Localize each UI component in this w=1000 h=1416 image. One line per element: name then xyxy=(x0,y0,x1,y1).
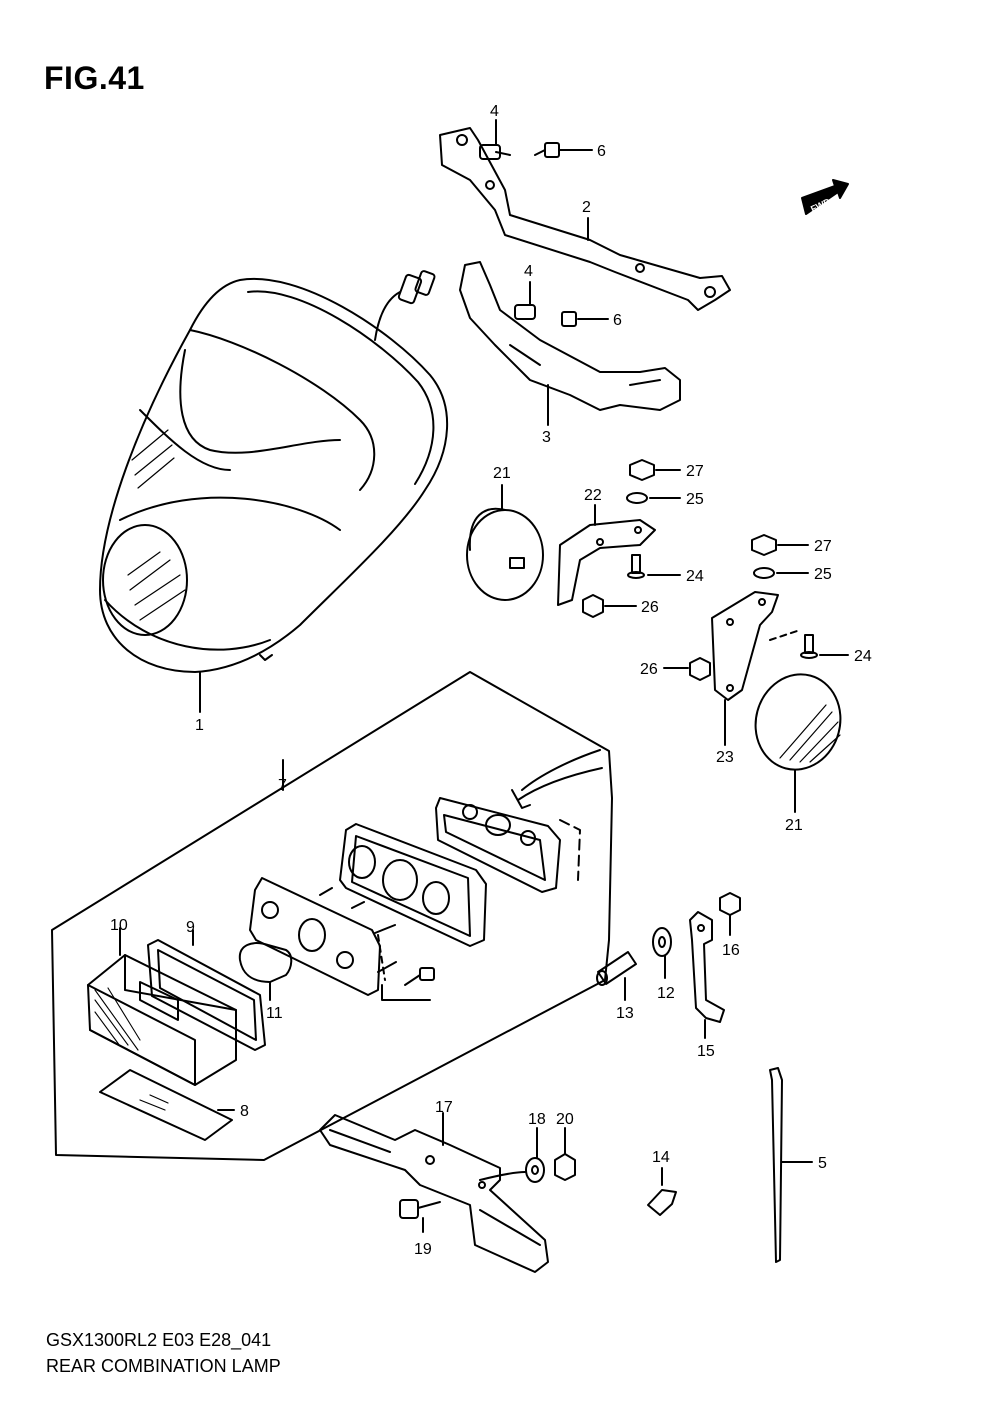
nut-26-b xyxy=(689,657,711,681)
figure-title: FIG.41 xyxy=(44,60,145,96)
license-bracket-17 xyxy=(319,1114,549,1273)
callout-26b: 26 xyxy=(640,661,658,678)
callout-4b: 4 xyxy=(524,263,533,280)
callout-2: 2 xyxy=(582,199,591,216)
gasket-9 xyxy=(147,939,266,1051)
tail-lamp-housing xyxy=(99,270,448,673)
callout-25a: 25 xyxy=(686,491,704,508)
lamp-screw xyxy=(404,967,435,986)
callout-15: 15 xyxy=(697,1043,715,1060)
callout-21b: 21 xyxy=(785,817,803,834)
washer-18 xyxy=(525,1157,545,1183)
reflector-21-left xyxy=(466,507,544,601)
washer-12 xyxy=(652,927,672,957)
nut-26-a xyxy=(582,594,604,618)
callout-5: 5 xyxy=(818,1155,827,1172)
nut-27-b xyxy=(751,534,777,556)
callout-23: 23 xyxy=(716,749,734,766)
callout-13: 13 xyxy=(616,1005,634,1022)
bolt-19 xyxy=(399,1199,441,1219)
reflector-21-right xyxy=(754,673,842,771)
lens-10 xyxy=(87,954,237,1086)
bolt-4-lower xyxy=(514,304,536,320)
callout-4a: 4 xyxy=(490,103,499,120)
license-lamp-assembly-frame xyxy=(51,671,613,1161)
spacer-13 xyxy=(596,951,637,986)
callout-17: 17 xyxy=(435,1099,453,1116)
callout-1: 1 xyxy=(195,717,204,734)
callout-14: 14 xyxy=(652,1149,670,1166)
upper-bracket xyxy=(439,127,731,311)
callout-6a: 6 xyxy=(597,143,606,160)
screw-24-b xyxy=(800,634,818,659)
callout-18: 18 xyxy=(528,1111,546,1128)
grommet-14 xyxy=(647,1189,677,1216)
callout-16: 16 xyxy=(722,942,740,959)
callout-24a: 24 xyxy=(686,568,704,585)
nut-20 xyxy=(554,1153,576,1181)
callout-20: 20 xyxy=(556,1111,574,1128)
callout-12: 12 xyxy=(657,985,675,1002)
diagram-section-name: REAR COMBINATION LAMP xyxy=(46,1356,281,1376)
screw-6-lower xyxy=(561,311,577,327)
nut-27-a xyxy=(629,459,655,481)
callout-19: 19 xyxy=(414,1241,432,1258)
diagram-model-code: GSX1300RL2 E03 E28_041 xyxy=(46,1330,272,1350)
callout-9: 9 xyxy=(186,919,195,936)
callout-3: 3 xyxy=(542,429,551,446)
bolt-4-upper xyxy=(479,144,511,160)
callout-25b: 25 xyxy=(814,566,832,583)
reflector-bracket-22 xyxy=(557,519,656,606)
callout-8: 8 xyxy=(240,1103,249,1120)
callout-11: 11 xyxy=(266,1005,283,1022)
reflector-bracket-23 xyxy=(711,591,801,701)
callout-6b: 6 xyxy=(613,312,622,329)
fwd-arrow-icon: FWD xyxy=(801,179,849,215)
cable-tie-5 xyxy=(769,1067,783,1263)
lens-plate-8 xyxy=(99,1069,233,1141)
callout-22: 22 xyxy=(584,487,602,504)
lower-bracket xyxy=(459,261,681,411)
callout-24b: 24 xyxy=(854,648,872,665)
lamp-gasket-wire xyxy=(435,749,603,893)
bulb-socket-plate xyxy=(249,877,431,1001)
callout-27a: 27 xyxy=(686,463,704,480)
screw-6-upper xyxy=(534,142,560,158)
washer-25-a xyxy=(626,492,648,504)
screw-24-a xyxy=(627,554,645,579)
callout-27b: 27 xyxy=(814,538,832,555)
callout-21a: 21 xyxy=(493,465,511,482)
lamp-lens-housing xyxy=(339,823,487,947)
nut-16 xyxy=(719,892,741,916)
callout-10: 10 xyxy=(110,917,128,934)
callout-26a: 26 xyxy=(641,599,659,616)
washer-25-b xyxy=(753,567,775,579)
callout-7: 7 xyxy=(278,777,287,794)
stay-15 xyxy=(689,911,725,1023)
bulb-11 xyxy=(238,942,293,983)
